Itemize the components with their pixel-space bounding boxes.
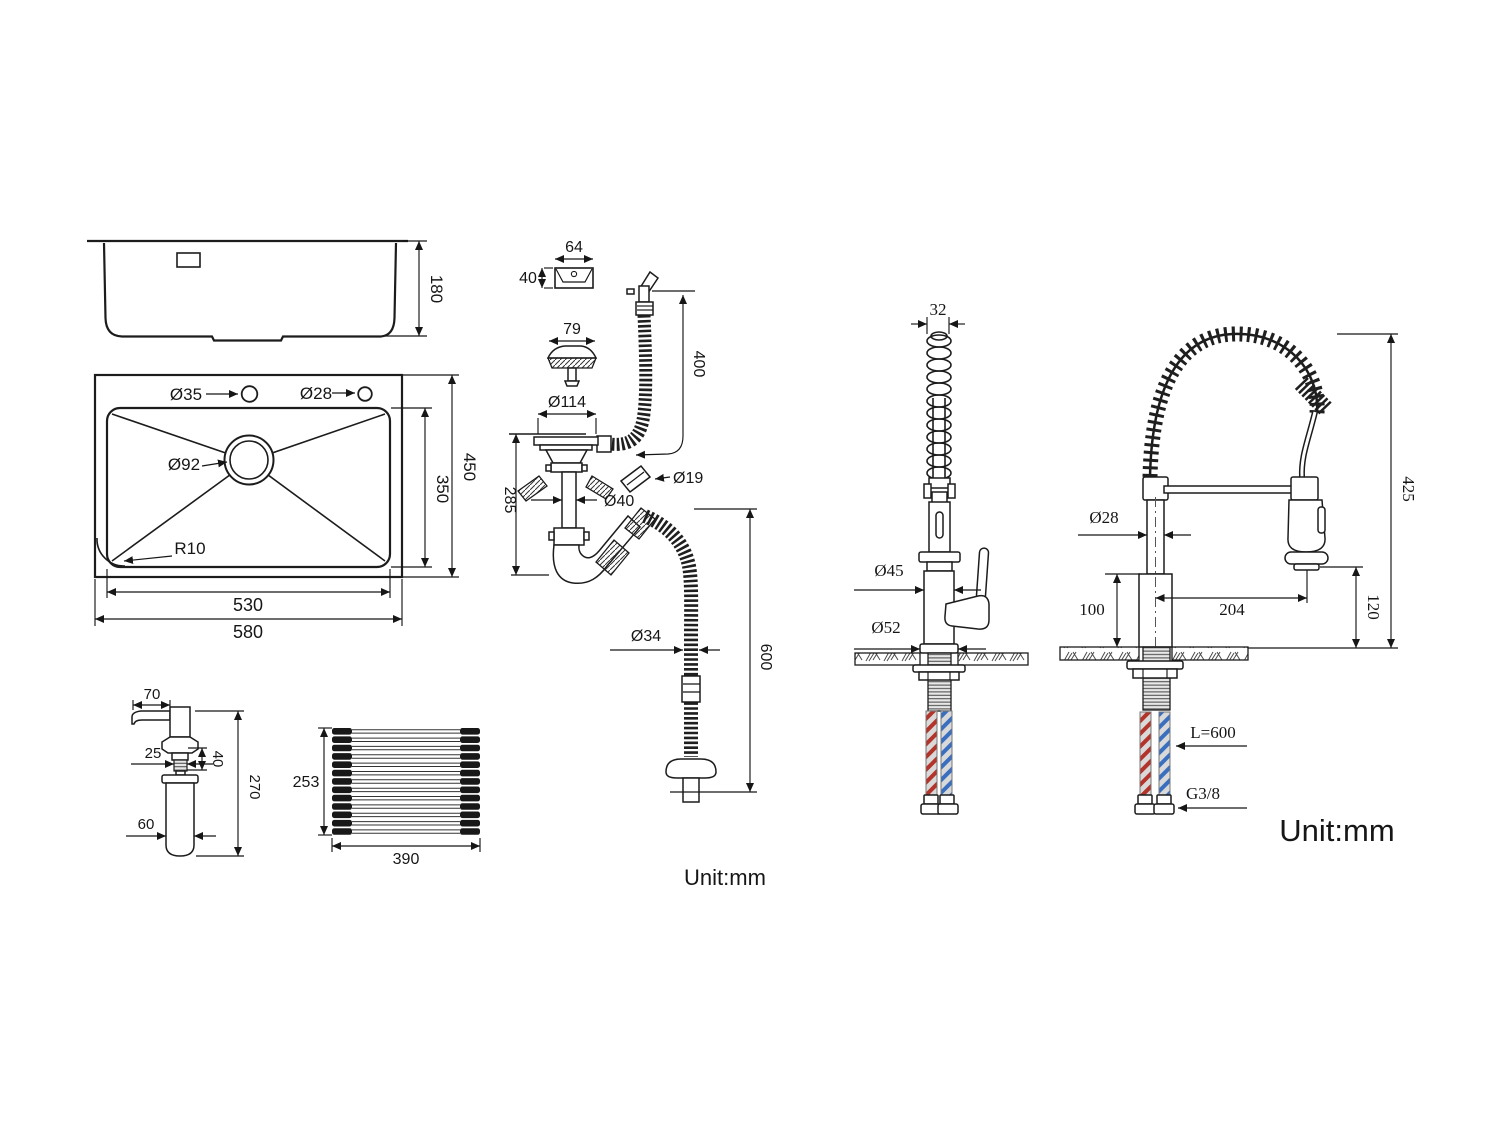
sink-top-view: Ø35 Ø28 Ø92 R10 450 350 530 580	[93, 373, 479, 642]
drain-opening-outer	[223, 434, 275, 486]
dim-flange-diameter: Ø114	[548, 394, 586, 411]
dim-spout-clearance: 120	[1364, 594, 1383, 620]
unit-label-plumbing: Unit:mm	[684, 865, 766, 890]
countertop-right	[1171, 646, 1249, 661]
hose-outlet	[665, 758, 717, 779]
waste-hose	[642, 509, 699, 757]
dim-thread-height: 40	[209, 751, 226, 768]
dim-overflow-pipe-diameter: Ø19	[673, 470, 703, 487]
faucet-handle-base	[944, 594, 990, 630]
countertop-right	[957, 652, 1029, 666]
dim-pipe-diameter: Ø28	[1089, 508, 1118, 527]
dispenser-bottle	[165, 782, 195, 857]
strainer-basket	[546, 345, 598, 359]
drain-flange	[533, 436, 599, 446]
faucet-side-view: Ø28 100 204 120 425 L=600 G3/8 U	[1059, 326, 1418, 848]
dim-bowl-width: 530	[233, 595, 263, 615]
dim-overall-width: 580	[233, 622, 263, 642]
mounting-shank	[927, 652, 952, 712]
support-bar	[1163, 485, 1296, 494]
dim-total-height: 425	[1399, 476, 1418, 502]
tailpipe	[561, 471, 577, 529]
sink-side-view: 180	[87, 239, 446, 342]
dim-overflow-cover-height: 40	[519, 270, 537, 287]
dim-body-diameter: Ø45	[874, 561, 903, 580]
spray-trigger	[1317, 506, 1326, 534]
dim-supply-hose-length: L=600	[1190, 723, 1235, 742]
corner-radius-arc	[96, 537, 126, 567]
drain-assembly: 64 40 79 400 Ø114	[501, 239, 774, 890]
dim-spout-reach: 204	[1219, 600, 1245, 619]
dim-spring-width: 32	[930, 300, 947, 319]
dispenser-pump-head	[169, 706, 191, 738]
dim-strainer-diameter: 79	[563, 321, 581, 338]
dim-sink-depth: 180	[427, 275, 446, 303]
faucet-base	[919, 643, 959, 654]
dim-thread-diameter: 25	[145, 745, 162, 762]
countertop-left	[854, 652, 921, 666]
dim-dispenser-height: 270	[246, 774, 263, 799]
dim-overall-depth: 450	[460, 453, 479, 481]
dim-corner-radius: R10	[174, 539, 205, 558]
spring-coil	[926, 334, 952, 480]
sink-bowl-profile	[102, 242, 398, 342]
soap-dispenser: 70 25 40 270 60	[126, 686, 263, 857]
overflow-hose	[609, 314, 653, 451]
dim-spout-length: 70	[144, 686, 161, 703]
sink-bowl-edge	[105, 406, 392, 569]
dim-overflow-hose-length: 400	[690, 351, 707, 378]
locknut-left	[517, 475, 548, 502]
dim-bowl-depth: 350	[433, 475, 452, 503]
overflow-hole	[176, 252, 201, 268]
hose-nut-cold	[937, 803, 959, 815]
dim-overflow-cover-width: 64	[565, 239, 583, 256]
dim-hole-left: Ø35	[170, 385, 202, 404]
hot-supply-hose	[1139, 711, 1152, 796]
unit-label-faucet: Unit:mm	[1279, 813, 1394, 848]
cold-supply-hose	[1158, 711, 1171, 796]
spring-arch	[1142, 326, 1325, 478]
hot-supply-hose	[925, 710, 938, 796]
dim-waste-hose-diameter: Ø34	[631, 628, 661, 645]
dim-hole-right: Ø28	[300, 384, 332, 403]
dim-supply-thread: G3/8	[1186, 784, 1220, 803]
dim-base-height: 100	[1079, 600, 1105, 619]
dim-waste-hose-length: 600	[757, 644, 774, 671]
spray-nozzle	[1293, 563, 1320, 571]
dim-drain-hole: Ø92	[168, 455, 200, 474]
dim-rack-depth: 253	[293, 774, 320, 791]
dispenser-thread	[173, 759, 188, 772]
faucet-hole-left	[240, 385, 259, 403]
dispenser-spout	[131, 710, 171, 725]
dim-trap-drop: 285	[501, 487, 518, 514]
cold-supply-hose	[940, 710, 953, 796]
overflow-cover	[554, 267, 594, 289]
dim-bottle-diameter: 60	[138, 816, 155, 833]
dim-rack-width: 390	[393, 851, 420, 868]
faucet-handle-lever	[975, 547, 990, 601]
faucet-hole-right	[357, 386, 373, 402]
faucet-front-view: 32 Ø45 Ø52	[854, 300, 1029, 815]
countertop-left	[1059, 646, 1140, 661]
drying-rack: 253 390	[293, 727, 481, 868]
dim-tailpipe-diameter: Ø40	[604, 493, 634, 510]
hose-nut-hot	[1134, 803, 1156, 815]
drain-opening-inner	[229, 440, 269, 480]
p-trap	[552, 514, 642, 585]
locknut-right	[585, 475, 614, 500]
hose-nut-cold	[1153, 803, 1175, 815]
dim-base-diameter: Ø52	[871, 618, 900, 637]
sink-outer-edge	[93, 373, 404, 579]
